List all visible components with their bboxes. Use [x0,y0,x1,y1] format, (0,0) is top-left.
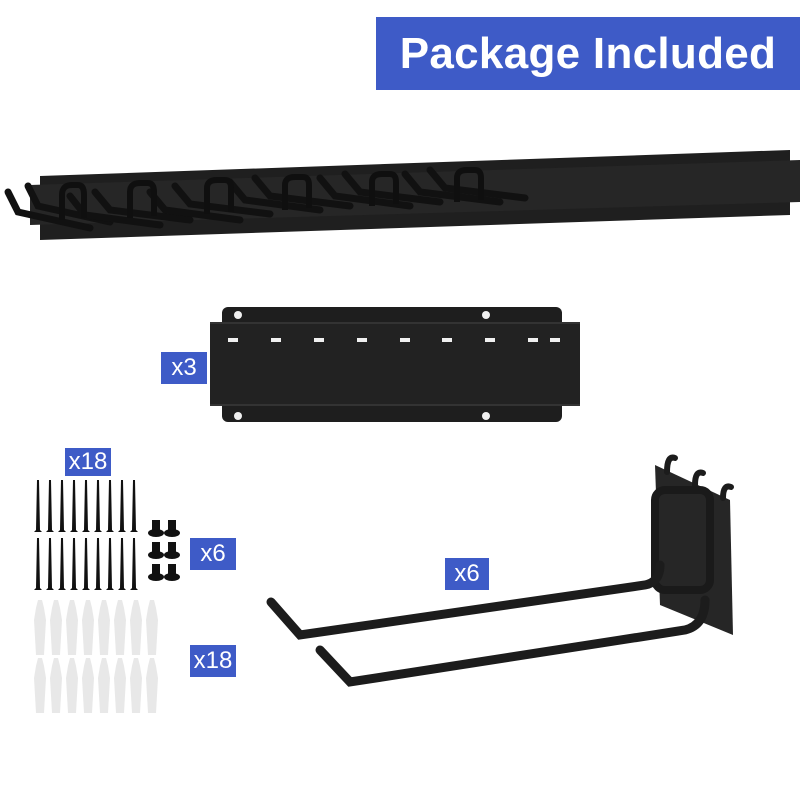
machine-screws-image [148,520,180,581]
machine-screws-quantity-badge: x6 [190,538,236,570]
assembled-rail-image [4,150,800,240]
wood-screws-quantity-badge: x18 [65,448,111,476]
double-hook-image [266,454,734,687]
hooks-quantity-badge: x6 [445,558,489,590]
wall-anchors-quantity-badge: x18 [190,645,236,677]
wall-anchors-image [34,600,158,713]
plate-quantity-badge: x3 [161,352,207,384]
package-included-banner: Package Included [376,17,800,90]
wood-screws-image [34,480,138,590]
mounting-plate-image [210,307,580,422]
